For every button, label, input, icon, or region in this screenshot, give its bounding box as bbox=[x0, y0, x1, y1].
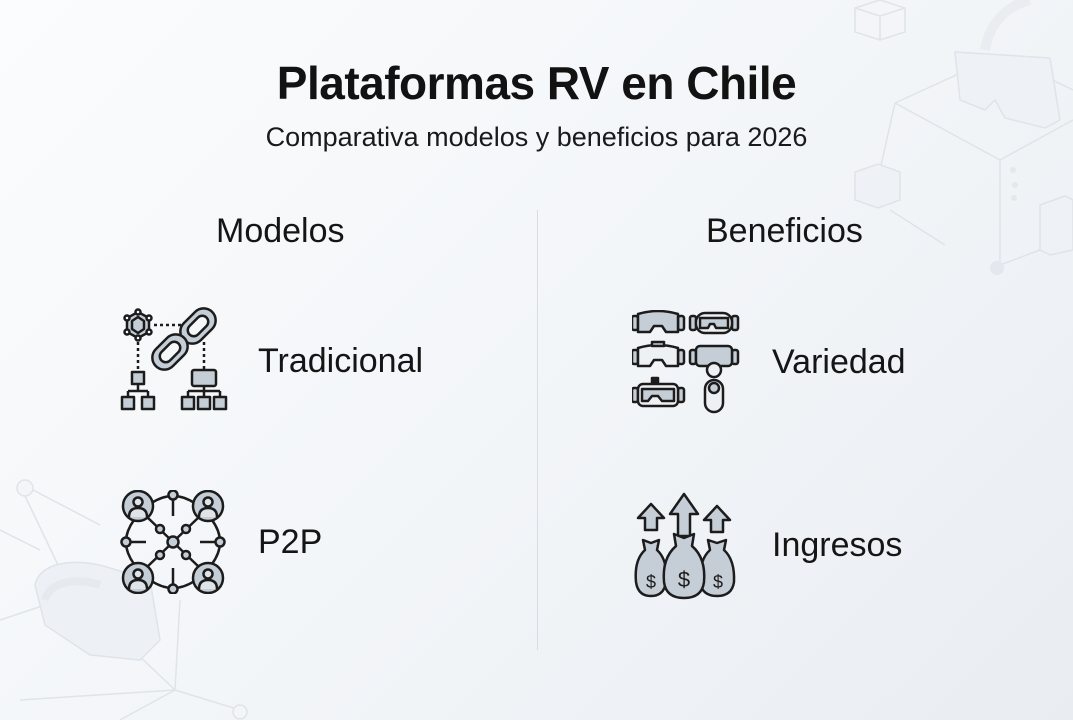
benefit-item-variedad: Variedad bbox=[632, 310, 906, 414]
svg-text:$: $ bbox=[678, 567, 690, 592]
svg-text:$: $ bbox=[646, 572, 656, 592]
column-heading-beneficios: Beneficios bbox=[706, 212, 863, 250]
centralized-network-chain-icon bbox=[120, 307, 228, 411]
page-subtitle: Comparativa modelos y beneficios para 20… bbox=[265, 122, 808, 152]
benefit-label: Variedad bbox=[772, 342, 906, 381]
benefit-item-ingresos: $ $ $ Ingresos bbox=[634, 490, 902, 600]
page-title: Plataformas RV en Chile bbox=[276, 57, 797, 109]
vr-headsets-variety-icon bbox=[632, 310, 740, 414]
column-divider bbox=[537, 210, 538, 650]
benefit-label: Ingresos bbox=[772, 525, 903, 564]
model-label: Tradicional bbox=[258, 341, 424, 380]
model-item-tradicional: Tradicional bbox=[116, 306, 423, 416]
column-heading-modelos: Modelos bbox=[216, 212, 345, 250]
money-bags-growth-icon: $ $ $ bbox=[634, 492, 736, 600]
svg-text:$: $ bbox=[713, 572, 723, 592]
model-item-p2p: P2P bbox=[120, 490, 322, 594]
model-label: P2P bbox=[258, 522, 323, 561]
peer-to-peer-network-icon bbox=[120, 490, 226, 594]
